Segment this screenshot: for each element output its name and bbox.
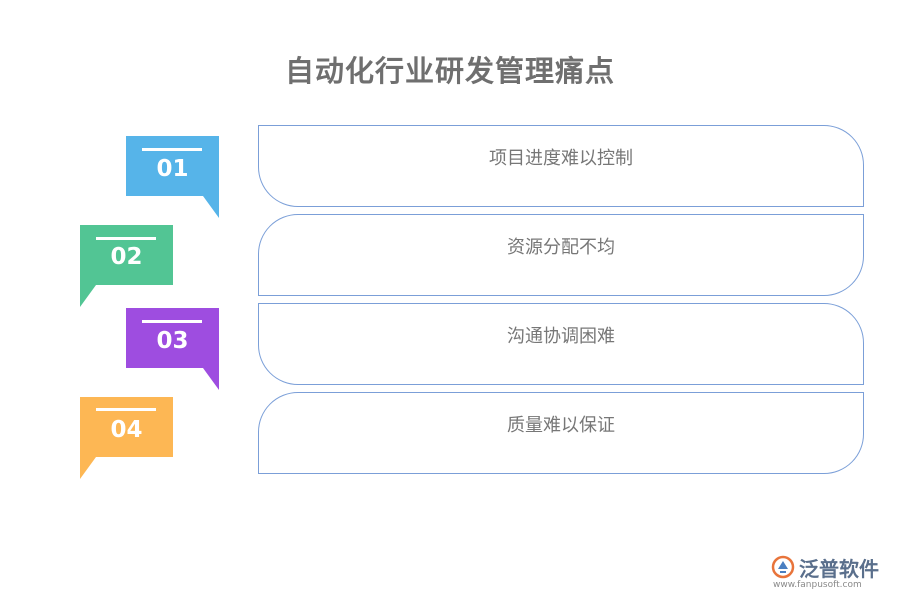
pain-point-card-3: 沟通协调困难 — [258, 303, 864, 385]
number-tag-4: 04 — [80, 397, 173, 479]
pain-point-card-2: 资源分配不均 — [258, 214, 864, 296]
tag-3-bar — [142, 320, 202, 323]
pain-point-label: 质量难以保证 — [507, 415, 615, 436]
pain-point-label: 资源分配不均 — [507, 237, 615, 258]
pain-point-label: 项目进度难以控制 — [489, 148, 633, 169]
tag-4-shape — [80, 397, 173, 479]
tag-3-number: 03 — [156, 328, 188, 354]
number-tag-2: 02 — [80, 225, 173, 307]
brand-url: www.fanpusoft.com — [773, 580, 862, 590]
tag-1-number: 01 — [156, 156, 188, 182]
pain-point-card-4: 质量难以保证 — [258, 392, 864, 474]
pain-point-label: 沟通协调困难 — [507, 326, 615, 347]
tag-2-bar — [96, 237, 156, 240]
tag-1-bar — [142, 148, 202, 151]
page-title: 自动化行业研发管理痛点 — [284, 54, 615, 88]
tag-4-bar — [96, 408, 156, 411]
fanpu-logo-icon — [771, 555, 795, 579]
brand-name: 泛普软件 — [799, 557, 879, 581]
number-tag-3: 03 — [126, 308, 219, 390]
tag-2-shape — [80, 225, 173, 307]
tag-1-shape — [126, 136, 219, 218]
tag-3-shape — [126, 308, 219, 390]
pain-point-card-1: 项目进度难以控制 — [258, 125, 864, 207]
number-tag-1: 01 — [126, 136, 219, 218]
brand-logo: 泛普软件 www.fanpusoft.com — [765, 553, 895, 593]
tag-2-number: 02 — [110, 244, 142, 270]
tag-4-number: 04 — [110, 417, 142, 443]
